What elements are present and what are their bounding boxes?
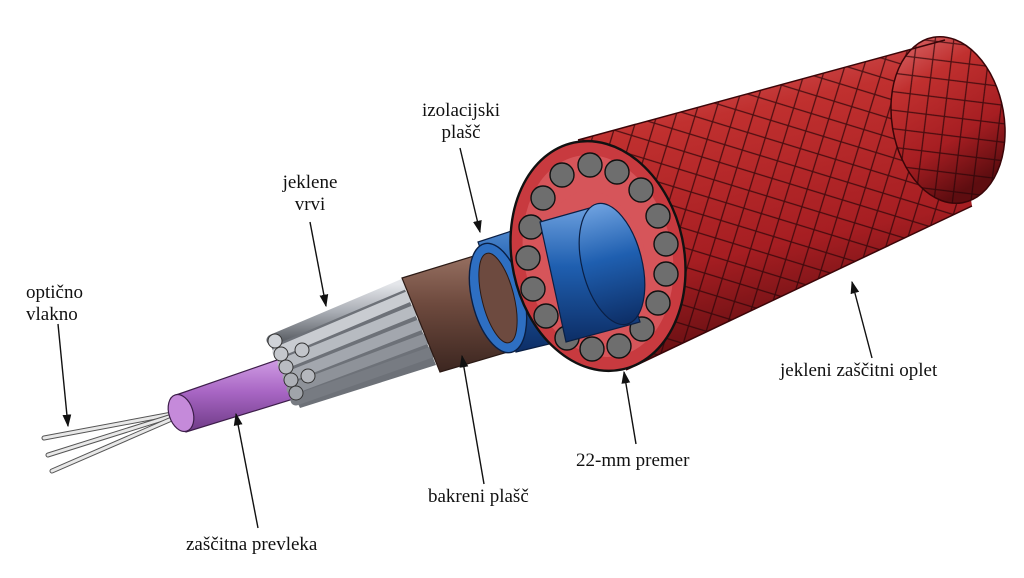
optical-fibers (41, 411, 177, 474)
label-jeklene-vrvi-line1: jeklene (282, 172, 338, 193)
label-opticno-vlakno-line2: vlakno (26, 304, 78, 325)
armor-wire-ring (515, 152, 679, 362)
label-izolacijski-plasc: izolacijski plašč (406, 100, 516, 144)
label-opticno-vlakno-line1: optično (26, 282, 83, 303)
arrow-jeklene-vrvi (309, 221, 329, 308)
arrow-bakreni-plasc (459, 354, 485, 485)
steel-wires (266, 278, 438, 408)
label-jeklene-vrvi: jeklene vrvi (268, 172, 352, 216)
label-izolacijski-plasc-line2: plašč (441, 122, 481, 143)
arrow-izolacijski-plasc (459, 147, 482, 234)
label-premer: 22-mm premer (576, 450, 690, 471)
label-jekleni-oplet: jekleni zaščitni oplet (780, 360, 938, 381)
arrow-premer (621, 370, 637, 445)
label-jeklene-vrvi-line2: vrvi (294, 194, 326, 215)
arrow-opticno-vlakno (57, 323, 72, 428)
insulation-core (539, 202, 646, 343)
arrow-zascitna-prevleka (233, 412, 259, 529)
label-opticno-vlakno: optično vlakno (26, 282, 83, 326)
leader-arrows (57, 147, 873, 529)
label-izolacijski-plasc-line1: izolacijski (421, 100, 501, 121)
label-bakreni-plasc: bakreni plašč (428, 486, 529, 507)
arrow-jekleni-oplet (850, 280, 873, 359)
label-zascitna-prevleka: zaščitna prevleka (186, 534, 318, 555)
